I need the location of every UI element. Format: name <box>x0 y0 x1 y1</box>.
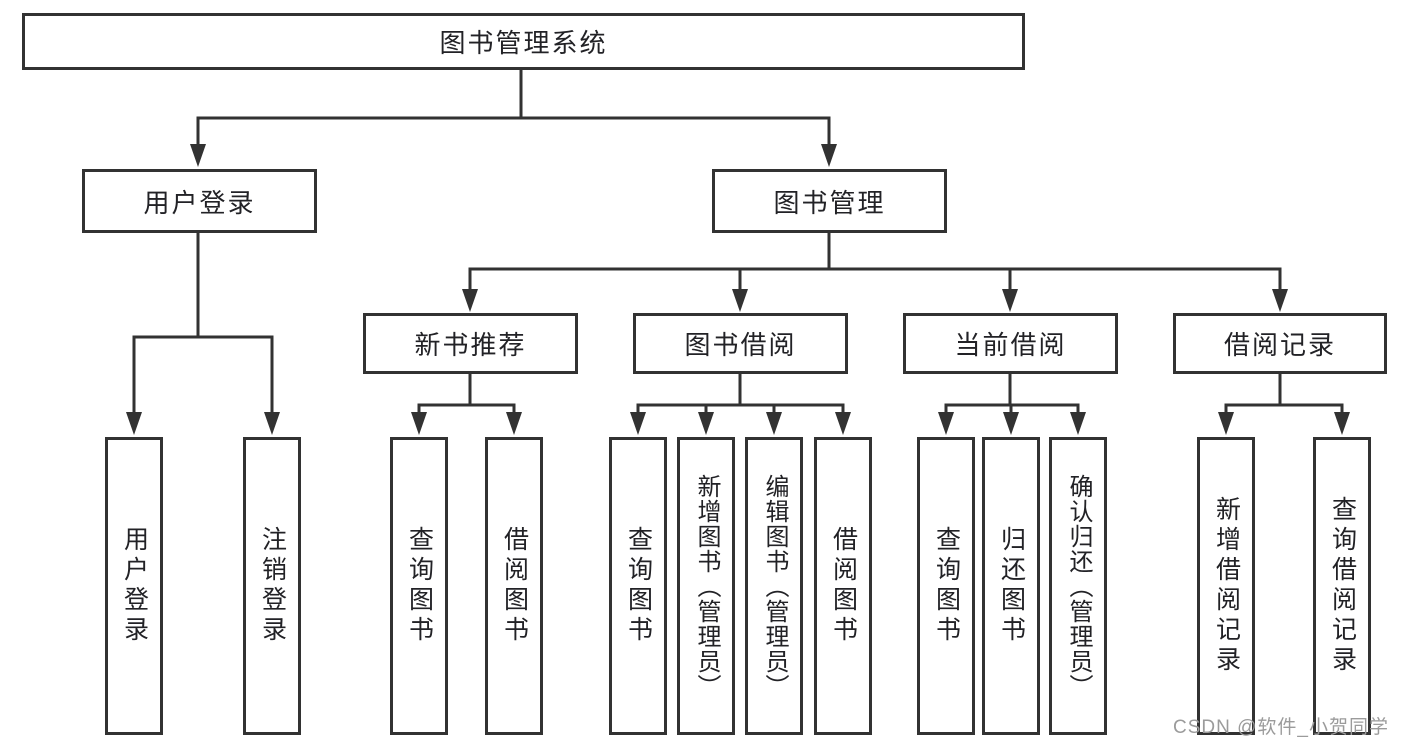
node-new-book-recommend: 新书推荐 <box>363 313 578 374</box>
arrow-down-icon <box>506 412 522 435</box>
arrowhead-icons <box>126 144 1350 435</box>
node-label: 用户登录 <box>143 187 256 218</box>
arrow-down-icon <box>1334 412 1350 435</box>
node-label: 图书管理系统 <box>439 28 608 58</box>
connector-new-book <box>417 374 516 413</box>
connector-root <box>196 70 831 146</box>
arrow-down-icon <box>938 412 954 435</box>
csdn-watermark: CSDN @软件_小贺同学 <box>1173 717 1389 738</box>
node-label: 用户登录 <box>120 526 149 646</box>
arrow-down-icon <box>1218 412 1234 435</box>
connector-user-login <box>132 232 274 413</box>
arrow-down-icon <box>190 144 206 167</box>
node-label: 图书借阅 <box>684 330 797 360</box>
arrow-down-icon <box>1003 412 1019 435</box>
node-label: 新书推荐 <box>414 330 527 360</box>
connector-borrow-records <box>1224 374 1344 413</box>
node-label: 查询图书 <box>624 526 653 646</box>
node-label: 归还图书 <box>997 526 1026 646</box>
arrow-down-icon <box>698 412 714 435</box>
leaf-edit-book-admin: 编辑图书（管理员） <box>745 437 803 735</box>
leaf-query-books-3: 查询图书 <box>917 437 975 735</box>
node-label: 图书管理 <box>773 187 886 218</box>
connector-current-borrow <box>944 374 1080 413</box>
node-label: 借阅图书 <box>829 526 858 646</box>
node-label: 新增图书（管理员） <box>693 473 720 699</box>
leaf-query-books-1: 查询图书 <box>390 437 448 735</box>
leaf-query-borrow-record: 查询借阅记录 <box>1313 437 1371 735</box>
leaf-borrow-books-1: 借阅图书 <box>485 437 543 735</box>
leaf-return-book: 归还图书 <box>982 437 1040 735</box>
leaf-add-borrow-record: 新增借阅记录 <box>1197 437 1255 735</box>
arrow-down-icon <box>126 412 142 435</box>
node-label: 编辑图书（管理员） <box>761 473 788 699</box>
arrow-down-icon <box>821 144 837 167</box>
node-user-login: 用户登录 <box>82 169 317 233</box>
leaf-add-book-admin: 新增图书（管理员） <box>677 437 735 735</box>
node-label: 新增借阅记录 <box>1212 496 1241 676</box>
arrow-down-icon <box>766 412 782 435</box>
node-label: 查询图书 <box>405 526 434 646</box>
arrow-down-icon <box>630 412 646 435</box>
node-label: 借阅图书 <box>500 526 529 646</box>
leaf-confirm-return-admin: 确认归还（管理员） <box>1049 437 1107 735</box>
node-label: 注销登录 <box>258 526 287 646</box>
node-library-system: 图书管理系统 <box>22 13 1025 70</box>
leaf-logout-login: 注销登录 <box>243 437 301 735</box>
arrow-down-icon <box>1070 412 1086 435</box>
node-book-management: 图书管理 <box>712 169 947 233</box>
leaf-query-books-2: 查询图书 <box>609 437 667 735</box>
node-label: 查询图书 <box>932 526 961 646</box>
arrow-down-icon <box>462 289 478 312</box>
arrow-down-icon <box>835 412 851 435</box>
arrow-down-icon <box>732 289 748 312</box>
connector-book-borrow <box>636 374 845 413</box>
leaf-user-login: 用户登录 <box>105 437 163 735</box>
node-label: 借阅记录 <box>1223 330 1336 360</box>
node-label: 查询借阅记录 <box>1328 496 1357 676</box>
leaf-borrow-books-2: 借阅图书 <box>814 437 872 735</box>
node-current-borrow: 当前借阅 <box>903 313 1118 374</box>
node-label: 当前借阅 <box>954 330 1067 360</box>
node-book-borrow: 图书借阅 <box>633 313 848 374</box>
arrow-down-icon <box>264 412 280 435</box>
connector-book-management <box>468 232 1282 291</box>
arrow-down-icon <box>411 412 427 435</box>
arrow-down-icon <box>1272 289 1288 312</box>
node-label: 确认归还（管理员） <box>1065 473 1092 699</box>
arrow-down-icon <box>1002 289 1018 312</box>
node-borrow-records: 借阅记录 <box>1173 313 1387 374</box>
